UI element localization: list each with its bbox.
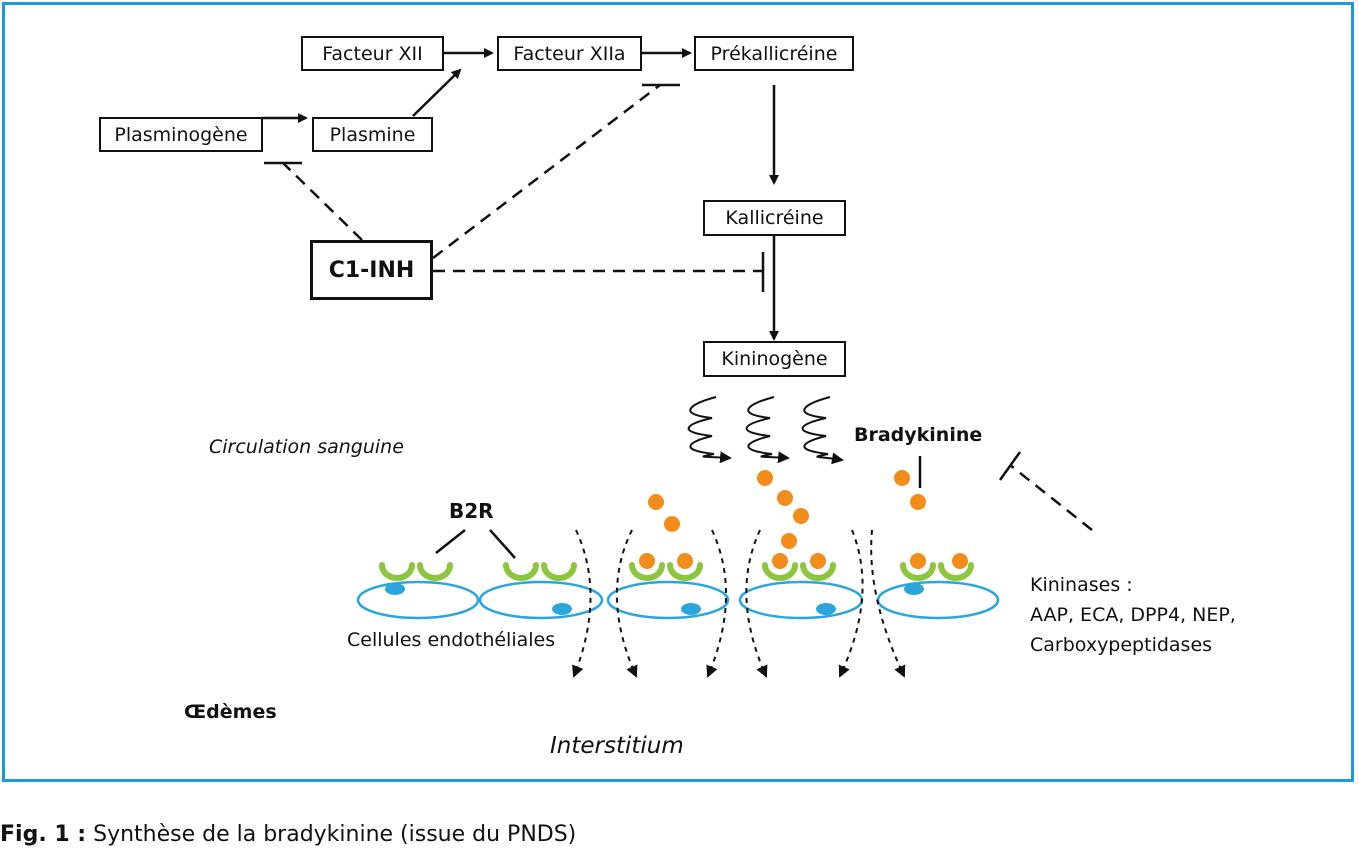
- node-prekallicreine: Prékallicréine: [694, 36, 854, 71]
- b2r-receptor: [900, 562, 936, 581]
- label-kininases-list-2: Carboxypeptidases: [1030, 634, 1213, 656]
- b2r-receptors: [379, 562, 974, 581]
- b2r-receptor: [503, 562, 539, 581]
- leakage-arrow: [706, 529, 728, 678]
- inhibition-lines: [264, 83, 1093, 531]
- b2r-connector-right: [489, 529, 516, 559]
- squiggle-2: [745, 396, 790, 464]
- b2r-receptor: [629, 562, 665, 581]
- node-c1-inh: C1-INH: [310, 240, 433, 300]
- bradykinin-dot: [910, 494, 926, 510]
- nucleus: [681, 603, 701, 615]
- bradykinin-dot: [639, 553, 655, 569]
- label-b2r: B2R: [449, 499, 494, 523]
- endothelial-cell: [738, 580, 864, 620]
- caption-prefix: Fig. 1 :: [0, 822, 87, 847]
- endothelial-cell: [606, 580, 730, 620]
- b2r-receptor: [938, 562, 974, 581]
- node-plasminogene: Plasminogène: [99, 117, 263, 152]
- label-bradykinine: Bradykinine: [854, 424, 983, 446]
- caption-text: Synthèse de la bradykinine (issue du PND…: [86, 822, 577, 847]
- bradykinin-dot: [952, 553, 968, 569]
- cell-nuclei: [385, 583, 924, 615]
- b2r-connector-left: [435, 529, 466, 554]
- leakage-arrow: [572, 529, 592, 678]
- node-facteur-xii: Facteur XII: [301, 36, 444, 71]
- b2r-receptor: [379, 562, 415, 581]
- bradykinin-dot: [793, 508, 809, 524]
- inhibit-bradykinine-line: [1009, 464, 1093, 531]
- nucleus: [904, 583, 924, 595]
- pathway-diagram: [262, 48, 1093, 678]
- figure-caption: Fig. 1 : Synthèse de la bradykinine (iss…: [0, 822, 576, 847]
- bradykinin-molecules: [639, 470, 968, 569]
- label-circulation: Circulation sanguine: [209, 436, 404, 458]
- inhibit-bradykinine-bar: [998, 451, 1022, 481]
- nucleus: [816, 603, 836, 615]
- bradykinin-dot: [894, 470, 910, 486]
- label-kininases-list-1: AAP, ECA, DPP4, NEP,: [1030, 604, 1236, 626]
- bradykinin-dot: [810, 553, 826, 569]
- label-oedemes: Œdèmes: [184, 701, 277, 723]
- label-cellules-endotheliales: Cellules endothéliales: [347, 629, 556, 651]
- node-plasmine: Plasmine: [312, 117, 433, 152]
- bradykinin-dot: [648, 494, 664, 510]
- leakage-arrow: [615, 529, 638, 678]
- nucleus: [385, 583, 405, 595]
- b2r-receptor: [541, 562, 577, 581]
- label-interstitium: Interstitium: [550, 733, 684, 759]
- bradykinin-dot: [910, 553, 926, 569]
- label-connectors: [435, 456, 922, 559]
- inhibit-xiia-line: [432, 84, 661, 259]
- bradykinin-dot: [664, 516, 680, 532]
- figure-frame: [2, 2, 1354, 782]
- endothelial-cell: [876, 580, 1000, 620]
- bradykinin-dot: [777, 490, 793, 506]
- b2r-receptor: [667, 562, 703, 581]
- endothelial-cells: [356, 580, 1000, 620]
- bradykinin-dot: [757, 470, 773, 486]
- endothelial-cell: [478, 580, 604, 620]
- node-kininogene: Kininogène: [703, 341, 846, 377]
- kininogen-squiggles: [687, 396, 844, 465]
- bradykinin-dot: [677, 553, 693, 569]
- bradykinin-dot: [781, 533, 797, 549]
- inhibit-plasmine-line: [282, 162, 363, 241]
- bradykinin-dot: [772, 553, 788, 569]
- endothelial-cell: [356, 580, 480, 620]
- node-kallicreine: Kallicréine: [703, 200, 846, 236]
- leakage-arrow: [870, 529, 906, 678]
- b2r-receptor: [800, 562, 836, 581]
- leakage-arrows: [572, 529, 906, 678]
- squiggle-3: [801, 396, 844, 465]
- leakage-arrow: [745, 529, 768, 678]
- node-facteur-xiia: Facteur XIIa: [497, 36, 642, 71]
- b2r-receptor: [762, 562, 798, 581]
- b2r-receptor: [417, 562, 453, 581]
- activation-arrows: [262, 48, 779, 341]
- label-kininases-title: Kininases :: [1030, 574, 1133, 596]
- squiggle-1: [687, 396, 732, 464]
- leakage-arrow: [838, 529, 864, 678]
- arrow-plasmine-to-xiia: [412, 68, 462, 117]
- nucleus: [552, 603, 572, 615]
